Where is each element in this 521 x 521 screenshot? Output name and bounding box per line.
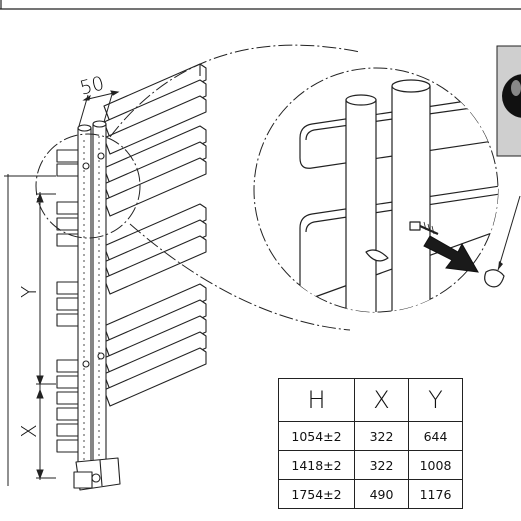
cell-y: 644: [408, 421, 463, 451]
radiator-uprights: [77, 120, 107, 467]
direction-arrow: [423, 235, 479, 273]
bar-group-2: [103, 125, 207, 217]
header-h: H: [278, 378, 355, 422]
dimensions-table: H X Y 1054±2 322 644 1418±2 322 1008 175…: [278, 378, 463, 509]
fixing-brackets: [82, 152, 105, 368]
cell-x: 322: [354, 450, 409, 480]
cell-h: 1754±2: [278, 479, 355, 509]
bar-group-4: [103, 283, 207, 407]
table-row: 1054±2 322 644: [278, 421, 463, 451]
radiator-overview: [56, 63, 207, 491]
y-dimension-label: Y: [17, 286, 41, 298]
bar-group-1: [103, 63, 207, 155]
header-y: Y: [408, 378, 463, 422]
header-x: X: [354, 378, 409, 422]
table-row: 1418±2 322 1008: [278, 450, 463, 480]
x-dimension-label: X: [17, 424, 41, 438]
cell-h: 1418±2: [278, 450, 355, 480]
table-row: 1754±2 490 1176: [278, 479, 463, 509]
detail-marker-circle: [35, 133, 141, 239]
left-bar-stubs: [56, 149, 80, 453]
end-cap: [484, 269, 505, 288]
table-header-row: H X Y: [278, 378, 463, 422]
detail-view: [253, 67, 521, 313]
cell-y: 1008: [408, 450, 463, 480]
width-dimension: [78, 90, 120, 127]
cell-x: 322: [354, 421, 409, 451]
height-dimensions: [4, 174, 56, 486]
cell-y: 1176: [408, 479, 463, 509]
detail-leader-lines: [109, 44, 361, 331]
cell-x: 490: [354, 479, 409, 509]
bar-group-3: [103, 203, 207, 295]
radiator-base: [73, 457, 121, 491]
cell-h: 1054±2: [278, 421, 355, 451]
product-inset: [496, 45, 521, 157]
